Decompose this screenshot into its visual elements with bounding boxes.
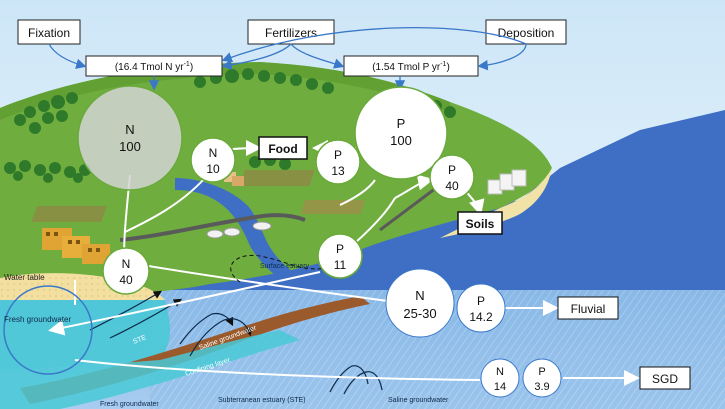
sea [150, 110, 725, 290]
water-table-label: Water table [4, 273, 45, 282]
p-fluvial-pool [456, 283, 506, 333]
n-fluvial-value: 25-30 [403, 306, 436, 321]
p-fluvial-element: P [477, 294, 485, 308]
storage-tanks [206, 221, 272, 239]
fields [31, 170, 366, 222]
p-estuary-element: P [336, 242, 344, 256]
p-food-element: P [334, 148, 342, 162]
p-soils-value: 40 [445, 179, 459, 193]
p-estuary-value: 11 [334, 258, 347, 272]
groundwater-flow-lines [89, 290, 383, 395]
n-sgd-value: 14 [494, 381, 506, 393]
fresh-groundwater-bottom-label: Fresh groundwater [100, 401, 159, 408]
input-arrows [48, 26, 527, 91]
p-sgd-element: P [538, 366, 545, 378]
tree-cluster-middle [194, 68, 334, 170]
white-buildings [487, 169, 527, 195]
p-soils-pool [429, 154, 475, 200]
soils-box [457, 211, 503, 235]
flow-arrows [48, 140, 640, 386]
groundwater-circle [3, 285, 93, 375]
n-land-pool [77, 85, 183, 191]
surface-estuary-flow [230, 254, 332, 283]
p-estuary-pool [317, 233, 363, 279]
road [119, 213, 306, 242]
beach [440, 168, 552, 238]
fresh-groundwater-label: Fresh groundwater [4, 315, 71, 324]
p-food-pool [315, 139, 361, 185]
n-groundwater-element: N [122, 257, 131, 271]
p-land-value: 100 [390, 133, 412, 148]
p-land-pool [354, 86, 448, 180]
n-land-element: N [125, 122, 134, 137]
n-groundwater-pool [102, 247, 150, 295]
p-food-value: 13 [331, 164, 345, 178]
phosphorus-input-label: (1.54 Tmol P yr-1) [372, 61, 450, 73]
ste-label: STE [132, 334, 148, 346]
p-soils-element: P [448, 163, 456, 177]
n-fluvial-element: N [415, 288, 424, 303]
p-fluvial-value: 14.2 [469, 310, 493, 324]
deep-aquifer [0, 330, 300, 409]
n-fluvial-pool [385, 268, 455, 338]
sgd-box [639, 366, 691, 390]
soils-label: Soils [466, 217, 495, 231]
fluvial-label: Fluvial [571, 302, 606, 316]
river [175, 178, 300, 282]
n-food-value: 10 [206, 162, 220, 176]
n-groundwater-value: 40 [119, 273, 133, 287]
factory-buildings [42, 228, 110, 264]
surface-estuary-label: Surface estuary [260, 263, 310, 270]
fixation-label: Fixation [28, 26, 70, 40]
p-land-element: P [397, 116, 406, 131]
fluvial-box [557, 296, 619, 320]
n-food-pool [190, 137, 236, 183]
fixation-box [17, 19, 81, 45]
n-sgd-element: N [496, 366, 504, 378]
fresh-aquifer [0, 300, 170, 372]
n-sgd-pool [480, 358, 520, 398]
tree-cluster-left [4, 92, 91, 183]
saline-groundwater-right-label: Saline groundwater [388, 397, 449, 404]
village-houses [224, 172, 244, 186]
fertilizers-label: Fertilizers [265, 26, 317, 40]
nitrogen-input-label: (16.4 Tmol N yr-1) [115, 61, 193, 73]
deposition-label: Deposition [498, 26, 555, 40]
subterranean-estuary-label: Subterranean estuary (STE) [218, 397, 306, 404]
p-sgd-pool [522, 358, 562, 398]
sgd-label: SGD [652, 372, 678, 386]
food-label: Food [268, 142, 297, 156]
food-box [258, 136, 308, 160]
n-land-value: 100 [119, 139, 141, 154]
p-sgd-value: 3.9 [534, 381, 549, 393]
n-food-element: N [209, 146, 218, 160]
